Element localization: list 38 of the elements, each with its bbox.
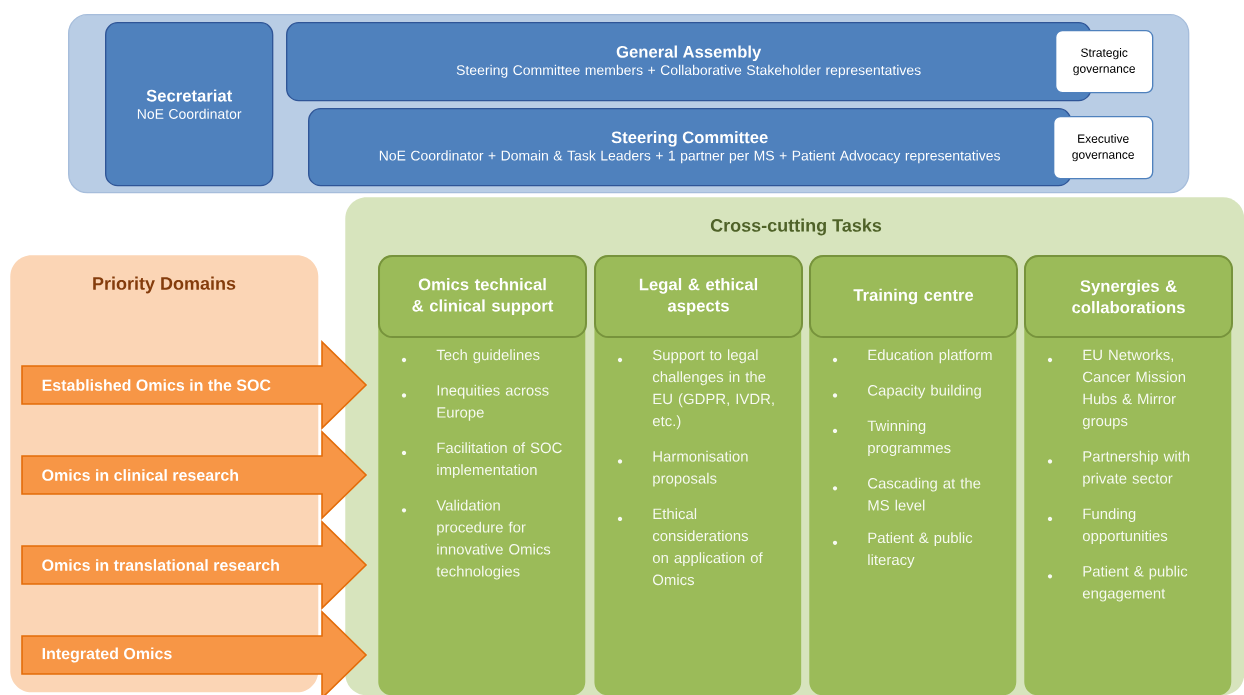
bullet-text: Ethical considerations on application of Omics — [652, 508, 763, 586]
bullet-text: Twinning programmes — [867, 420, 951, 457]
edge-label: Omics in translational research — [42, 559, 279, 571]
panel-title: Cross-cutting Tasks — [710, 218, 882, 236]
bullet-text: Patient & public literacy — [868, 532, 973, 569]
block-arrow — [21, 610, 368, 695]
task-column — [594, 255, 803, 695]
task-column — [809, 255, 1018, 695]
bullet-text: Harmonisation proposals — [653, 450, 748, 487]
bullet-text: Partnership with private sector — [1083, 450, 1190, 487]
governance-tag: Executive governance — [1053, 116, 1154, 180]
committee-box: Steering Committee NoE Coordinator + Domain & Task Leaders + 1 partner per MS + Patient Advocacy representatives — [308, 108, 1072, 187]
governance-tag: Strategic governance — [1055, 30, 1154, 94]
bullet-text: Patient & public engagement — [1082, 565, 1188, 602]
block-arrow — [21, 430, 368, 520]
column-header: Legal & ethical aspects — [594, 255, 803, 338]
column-header: Synergies & collaborations — [1024, 255, 1233, 338]
bullet-text: Validation procedure for innovative Omics technologies — [436, 499, 551, 580]
edge-label: Integrated Omics — [42, 647, 172, 663]
bullet-text: Tech guidelines — [436, 349, 540, 364]
bullet-text: Inequities across Europe — [437, 384, 549, 421]
bullet-text: Cascading at the MS level — [868, 477, 981, 511]
bullet-text: Support to legal challenges in the EU (GDPR, IVDR, etc.) — [652, 349, 774, 430]
column-header: Omics technical & clinical support — [378, 255, 587, 338]
bullet-text: Facilitation of SOC implementation — [437, 442, 562, 479]
block-arrow — [21, 340, 368, 430]
bullet-text: EU Networks, Cancer Mission Hubs & Mirror groups — [1082, 349, 1185, 430]
block-arrow — [21, 520, 368, 610]
task-column — [378, 255, 587, 695]
edge-label: Omics in clinical research — [42, 469, 239, 481]
bullet-text: Education platform — [868, 349, 992, 364]
bullet-text: Funding opportunities — [1082, 508, 1168, 545]
panel-title: Priority Domains — [93, 276, 236, 294]
committee-box: Secretariat NoE Coordinator — [105, 22, 274, 187]
edge-label: Established Omics in the SOC — [42, 379, 271, 391]
column-header: Training centre — [809, 255, 1018, 338]
task-column — [1024, 255, 1233, 695]
bullet-text: Capacity building — [868, 384, 981, 399]
